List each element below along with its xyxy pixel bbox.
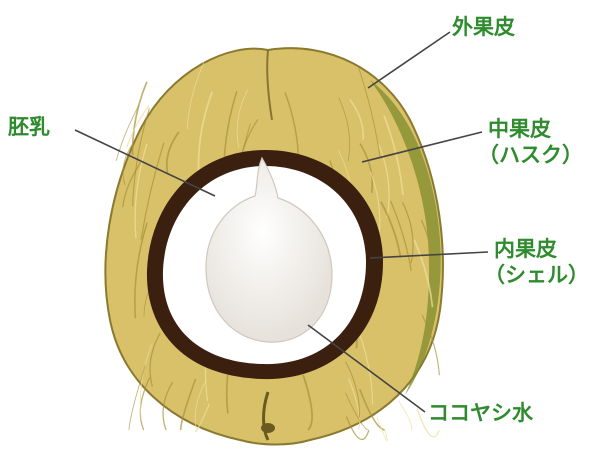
label-endocarp-name: 内果皮 bbox=[494, 236, 589, 262]
label-endosperm: 胚乳 bbox=[8, 114, 50, 140]
label-endocarp-alias: （シェル） bbox=[484, 262, 589, 288]
label-endocarp: 内果皮 （シェル） bbox=[494, 236, 589, 288]
label-coconut-water-text: ココヤシ水 bbox=[428, 400, 533, 426]
label-exocarp-text: 外果皮 bbox=[452, 14, 515, 40]
label-mesocarp: 中果皮 （ハスク） bbox=[488, 116, 583, 168]
label-mesocarp-alias: （ハスク） bbox=[478, 142, 583, 168]
label-mesocarp-name: 中果皮 bbox=[488, 116, 583, 142]
label-exocarp: 外果皮 bbox=[452, 14, 515, 40]
label-endosperm-text: 胚乳 bbox=[8, 114, 50, 140]
husk-fiber bbox=[398, 401, 411, 430]
leader-exocarp bbox=[368, 32, 450, 88]
bottom-eye bbox=[261, 423, 275, 433]
label-coconut-water: ココヤシ水 bbox=[428, 400, 533, 426]
